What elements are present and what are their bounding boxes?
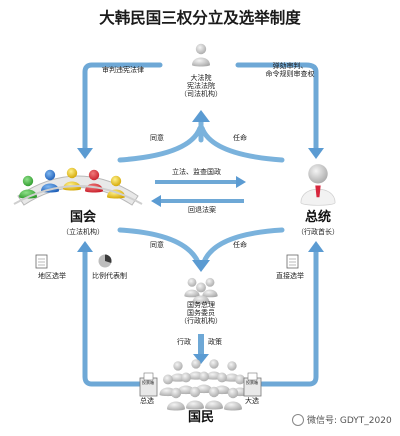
label-general-election: 总选 <box>140 397 154 405</box>
assembly-sub: （立法机构） <box>62 228 104 236</box>
cabinet-line2: 国务委员 <box>187 309 215 318</box>
arrow-court-to-assembly <box>82 62 163 153</box>
label-direct: 直接选举 <box>276 272 304 280</box>
arrow-people-to-assembly <box>82 247 143 387</box>
pie-chart-icon <box>98 254 112 268</box>
label-proportional: 比例代表制 <box>92 272 127 280</box>
diagram-title: 大韩民国三权分立及选举制度 <box>99 9 301 27</box>
label-impeach-line1: 弹劾审判、 <box>272 62 308 70</box>
wechat-icon <box>292 413 304 426</box>
top-y-arrow <box>117 115 285 163</box>
top-y-arrow-head <box>192 110 210 122</box>
assembly-figure <box>13 167 143 206</box>
bottom-y-arrow-head <box>192 260 210 272</box>
label-veto: 回退法案 <box>188 206 216 214</box>
arrow-people-to-president <box>259 247 319 387</box>
ballot-left-text: 投票箱 <box>142 380 154 385</box>
ballot-box-right <box>243 372 262 397</box>
label-presidential-election: 大选 <box>245 397 259 405</box>
arrow-court-to-president <box>235 62 319 153</box>
ballot-box-left <box>139 372 158 397</box>
president-name: 总统 <box>304 210 331 225</box>
watermark: 微信号: GDYT_2020 <box>292 413 392 426</box>
court-figure <box>192 43 210 67</box>
president-sub: （行政首长） <box>297 228 339 236</box>
president-figure <box>300 164 336 206</box>
cabinet-line1: 国务总理 <box>187 301 215 309</box>
label-consent-top: 同意 <box>150 134 164 142</box>
court-label: 大法院 宪法法院 （司法机构） <box>166 74 236 98</box>
people-name: 国民 <box>187 410 214 425</box>
label-impeach: 弹劾审判、 命令规则审查权 <box>250 62 330 78</box>
watermark-text: 微信号: GDYT_2020 <box>307 416 392 426</box>
arrow-cabinet-to-people <box>193 334 209 364</box>
court-line1: 大法院 <box>190 74 212 82</box>
label-appoint-mid: 任命 <box>233 241 247 249</box>
court-line3: （司法机构） <box>180 90 222 99</box>
label-district: 地区选举 <box>38 272 66 280</box>
outer-arrow-heads <box>77 148 324 252</box>
assembly-name: 国会 <box>69 210 96 225</box>
ballot-right-text: 投票箱 <box>246 380 258 385</box>
arrow-legislate <box>155 176 246 188</box>
label-policy: 政策 <box>208 338 222 346</box>
cabinet-line3: （行政机构） <box>180 317 222 326</box>
label-review-law: 审判违宪法律 <box>102 66 144 74</box>
label-impeach-line2: 命令规则审查权 <box>265 70 315 79</box>
label-admin: 行政 <box>177 338 191 346</box>
direct-ballot-icon <box>286 254 299 269</box>
cabinet-label: 国务总理 国务委员 （行政机构） <box>166 301 236 325</box>
bottom-y-arrow <box>117 227 285 265</box>
label-appoint-top: 任命 <box>233 134 247 142</box>
arrow-veto <box>151 195 244 207</box>
court-line2: 宪法法院 <box>187 82 215 91</box>
outer-arrows <box>82 62 319 387</box>
label-consent-mid: 同意 <box>150 241 164 249</box>
people-crowd <box>159 359 249 411</box>
district-ballot-icon <box>35 254 48 269</box>
label-legislate: 立法、监查国政 <box>172 168 221 176</box>
